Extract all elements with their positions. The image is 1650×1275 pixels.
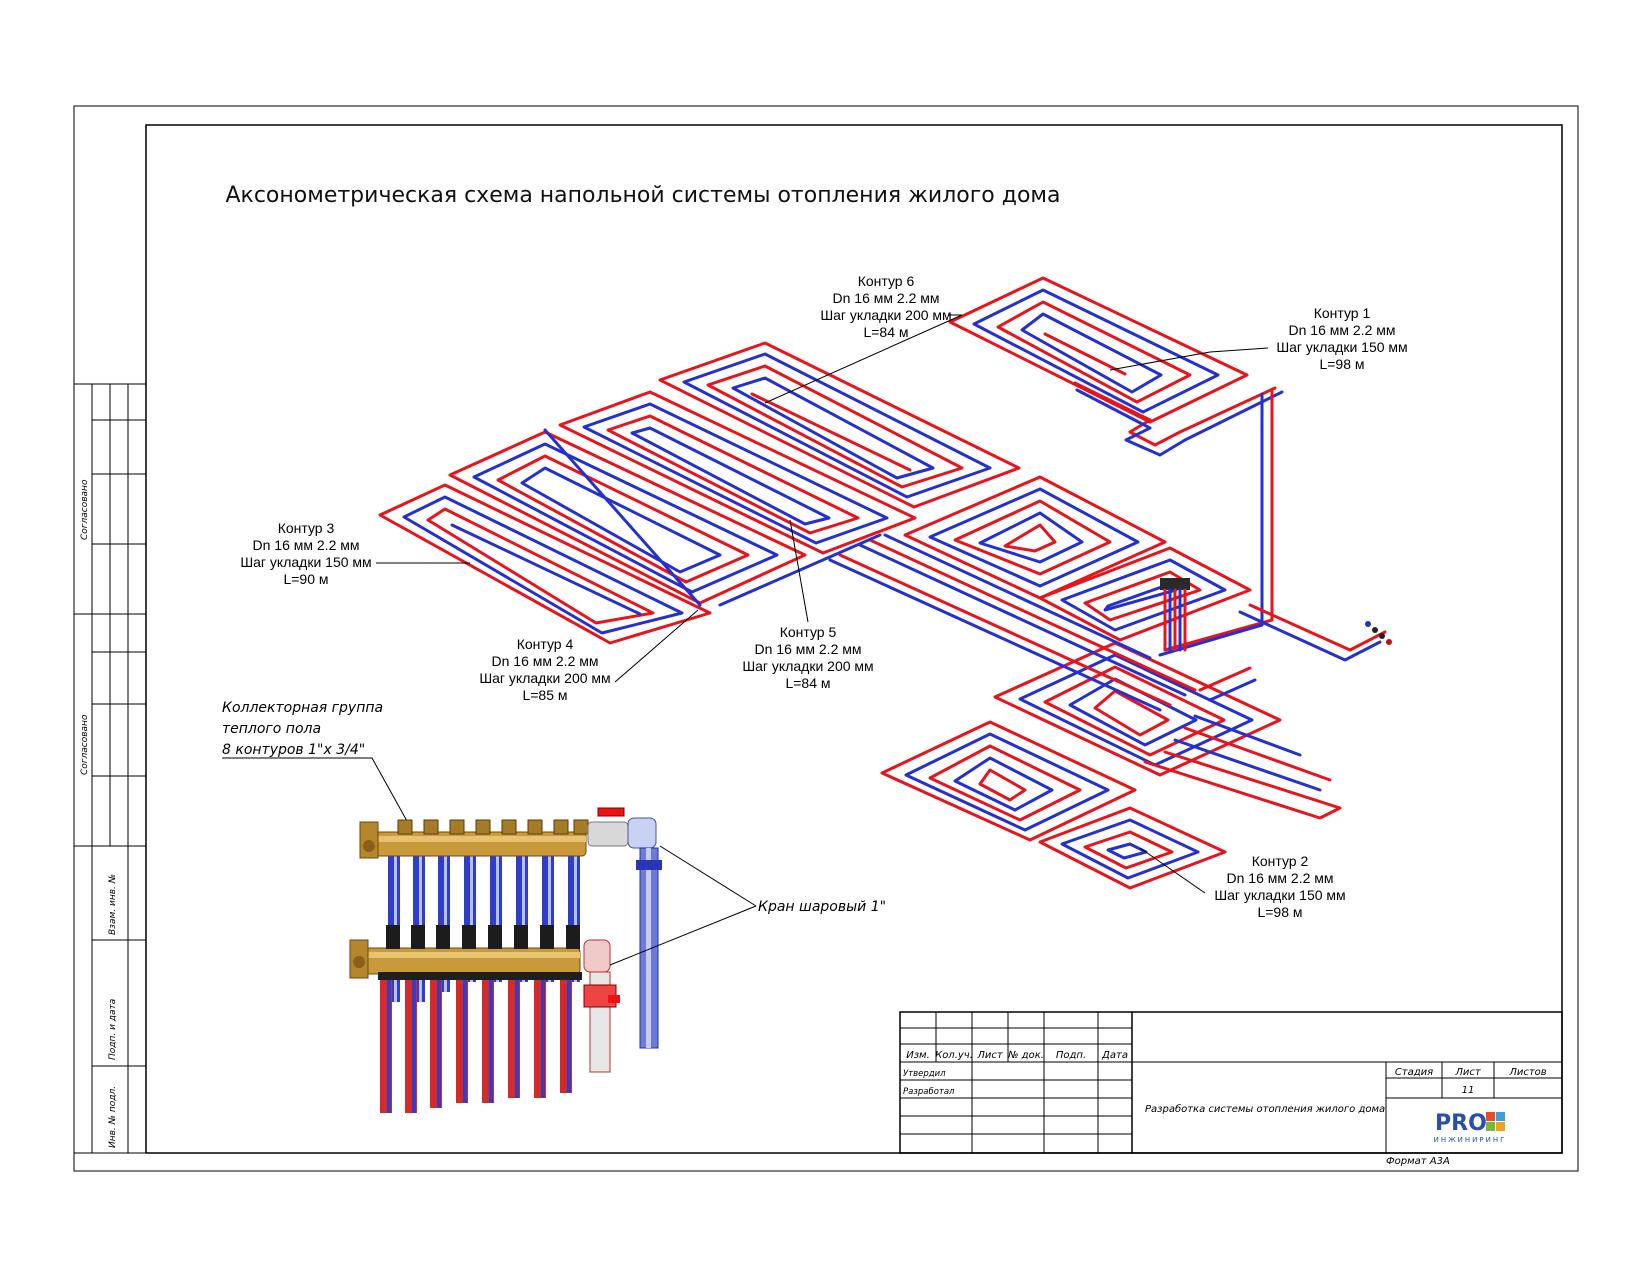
svg-text:Контур 4: Контур 4 <box>517 636 574 652</box>
contour-4-loop <box>448 430 807 605</box>
svg-text:L=84 м: L=84 м <box>785 675 830 691</box>
svg-text:Dn 16 мм 2.2 мм: Dn 16 мм 2.2 мм <box>492 653 599 669</box>
tb-sheet-value: 11 <box>1462 1085 1475 1096</box>
svg-text:Шаг укладки 150 мм: Шаг укладки 150 мм <box>1214 887 1345 903</box>
tb-project-name: Разработка системы отопления жилого дома <box>1145 1103 1385 1115</box>
svg-text:Dn 16 мм 2.2 мм: Dn 16 мм 2.2 мм <box>1227 870 1334 886</box>
contour-1-label: Контур 1 Dn 16 мм 2.2 мм Шаг укладки 150… <box>1109 305 1408 372</box>
svg-text:Контур 5: Контур 5 <box>780 624 837 640</box>
contour-2-loop <box>1038 806 1227 890</box>
collector-group: Коллекторная группа теплого пола 8 конту… <box>222 700 886 1113</box>
svg-text:L=98 м: L=98 м <box>1319 356 1364 372</box>
title-block: Изм. Кол.уч. Лист № док. Подп. Дата Утве… <box>899 1011 1563 1167</box>
svg-text:Контур 1: Контур 1 <box>1314 305 1371 321</box>
tb-developed: Разработал <box>903 1087 955 1097</box>
svg-text:Dn 16 мм 2.2 мм: Dn 16 мм 2.2 мм <box>1289 322 1396 338</box>
plan-manifold <box>1160 578 1392 652</box>
svg-text:L=85 м: L=85 м <box>522 687 567 703</box>
contour-4-label: Контур 4 Dn 16 мм 2.2 мм Шаг укладки 200… <box>479 609 699 703</box>
svg-text:L=84 м: L=84 м <box>863 324 908 340</box>
svg-text:Шаг укладки 150 мм: Шаг укладки 150 мм <box>1276 339 1407 355</box>
collector-label-3: 8 контуров 1"x 3/4" <box>222 742 365 758</box>
collector-lower-pipes <box>380 978 572 1113</box>
tb-format: Формат А3А <box>1386 1156 1450 1167</box>
valve-label: Кран шаровый 1" <box>758 899 886 915</box>
tb-approved: Утвердил <box>903 1069 946 1079</box>
heating-loops <box>378 276 1392 890</box>
inner-frame <box>145 124 1563 1154</box>
svg-text:Dn 16 мм 2.2 мм: Dn 16 мм 2.2 мм <box>755 641 862 657</box>
contour-1-loop <box>948 276 1284 457</box>
svg-text:Шаг укладки 150 мм: Шаг укладки 150 мм <box>240 554 371 570</box>
lower-manifold <box>349 925 620 1073</box>
side-inv: Инв. № подл. <box>108 1086 118 1148</box>
collector-label-1: Коллекторная группа <box>222 700 383 716</box>
contour-3-label: Контур 3 Dn 16 мм 2.2 мм Шаг укладки 150… <box>240 520 470 587</box>
tb-col-kolvo: Кол.уч. <box>935 1050 973 1061</box>
svg-text:L=90 м: L=90 м <box>283 571 328 587</box>
lower-left-spiral <box>880 720 1137 842</box>
svg-text:Шаг укладки 200 мм: Шаг укладки 200 мм <box>820 307 951 323</box>
tb-sheet-header: Лист <box>1454 1067 1482 1078</box>
right-spiral-upper <box>903 475 1167 600</box>
svg-text:Dn 16 мм 2.2 мм: Dn 16 мм 2.2 мм <box>833 290 940 306</box>
right-spiral-middle <box>1038 546 1252 642</box>
tb-col-podp: Подп. <box>1056 1050 1086 1061</box>
side-vzam: Взам. инв. № <box>108 874 118 935</box>
contour-5-label: Контур 5 Dn 16 мм 2.2 мм Шаг укладки 200… <box>742 519 874 691</box>
feed-lines <box>543 388 1387 712</box>
tb-col-izm: Изм. <box>906 1050 930 1061</box>
svg-text:ИНЖИНИРИНГ: ИНЖИНИРИНГ <box>1434 1136 1507 1144</box>
tb-col-date: Дата <box>1101 1050 1128 1061</box>
svg-text:Dn 16 мм 2.2 мм: Dn 16 мм 2.2 мм <box>253 537 360 553</box>
upper-manifold <box>359 807 662 1049</box>
svg-text:Контур 6: Контур 6 <box>858 273 915 289</box>
right-lower-meander <box>1143 714 1342 820</box>
collector-label-2: теплого пола <box>222 721 321 737</box>
side-stamp: Согласовано Согласовано Взам. инв. № Под… <box>73 383 147 1154</box>
svg-text:PRO: PRO <box>1435 1111 1487 1136</box>
contour-2-label: Контур 2 Dn 16 мм 2.2 мм Шаг укладки 150… <box>1139 847 1346 920</box>
side-agreed-1: Согласовано <box>80 479 90 540</box>
pro-logo: PRO ИНЖИНИРИНГ <box>1434 1111 1507 1144</box>
contour-3-loop <box>378 483 712 645</box>
svg-text:Шаг укладки 200 мм: Шаг укладки 200 мм <box>742 658 873 674</box>
contour-6-loop <box>658 341 1021 509</box>
side-agreed-2: Согласовано <box>80 714 90 775</box>
svg-text:Контур 3: Контур 3 <box>278 520 335 536</box>
svg-text:Шаг укладки 200 мм: Шаг укладки 200 мм <box>479 670 610 686</box>
contour-5-loop <box>558 390 917 555</box>
contour-6-label: Контур 6 Dn 16 мм 2.2 мм Шаг укладки 200… <box>764 273 963 404</box>
svg-text:L=98 м: L=98 м <box>1257 904 1302 920</box>
tb-sheets-header: Листов <box>1508 1067 1546 1078</box>
tb-col-list: Лист <box>976 1050 1004 1061</box>
side-podp: Подп. и дата <box>108 999 118 1060</box>
svg-text:Контур 2: Контур 2 <box>1252 853 1309 869</box>
drawing-title: Аксонометрическая схема напольной систем… <box>226 183 1061 208</box>
tb-stage-header: Стадия <box>1395 1067 1433 1078</box>
tb-col-doc: № док. <box>1007 1050 1044 1061</box>
